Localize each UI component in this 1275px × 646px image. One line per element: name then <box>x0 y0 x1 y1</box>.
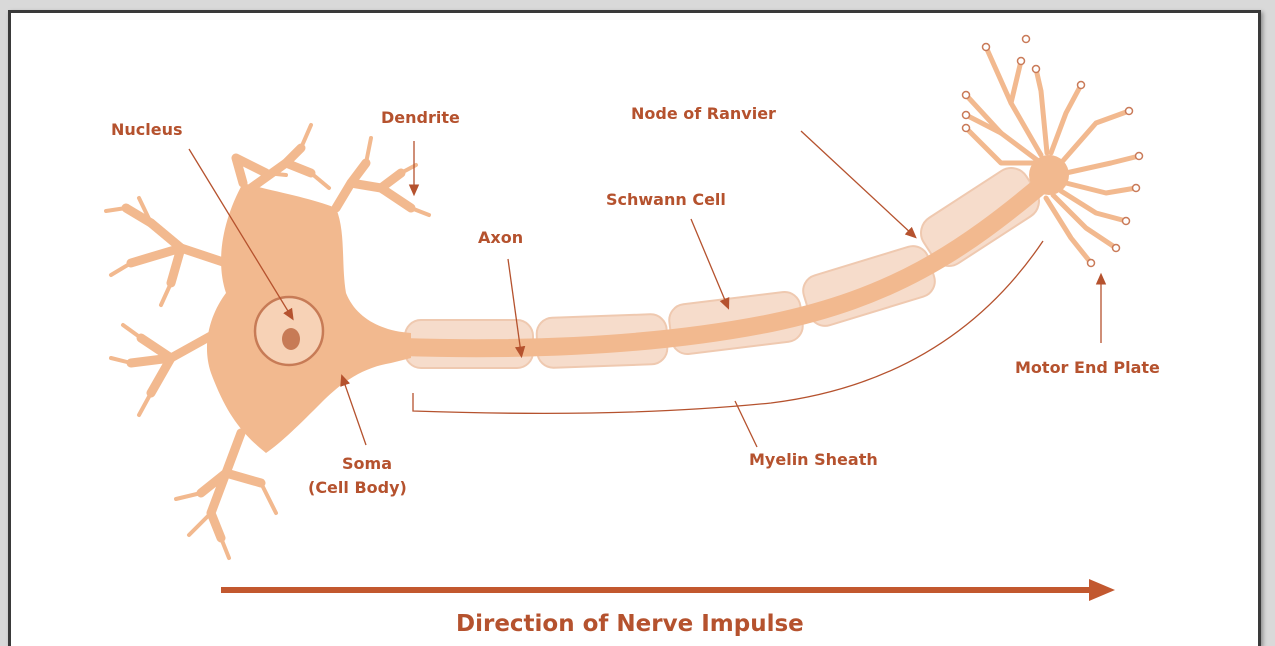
neuron-diagram: Nucleus Dendrite Node of Ranvier Schwann… <box>11 13 1258 646</box>
myelin-sheath-leader <box>735 401 757 447</box>
dendrite-label: Dendrite <box>381 108 460 127</box>
node-of-ranvier-leader <box>801 131 913 235</box>
nucleus-label: Nucleus <box>111 120 183 139</box>
schwann-cell-leader <box>691 219 727 305</box>
nucleus <box>255 297 323 365</box>
schwann-cell-label: Schwann Cell <box>606 190 726 209</box>
soma-label: Soma <box>342 454 392 473</box>
myelin-sheath-label: Myelin Sheath <box>749 450 878 469</box>
axon-label: Axon <box>478 228 523 247</box>
diagram-frame: Nucleus Dendrite Node of Ranvier Schwann… <box>8 10 1261 646</box>
soma-leader <box>343 379 366 445</box>
motor-end-plate-label: Motor End Plate <box>1015 358 1160 377</box>
direction-label: Direction of Nerve Impulse <box>456 611 804 637</box>
cell-body-label: (Cell Body) <box>308 478 407 497</box>
direction-arrow <box>221 579 1115 601</box>
neuron <box>106 36 1143 559</box>
node-of-ranvier-label: Node of Ranvier <box>631 104 776 123</box>
